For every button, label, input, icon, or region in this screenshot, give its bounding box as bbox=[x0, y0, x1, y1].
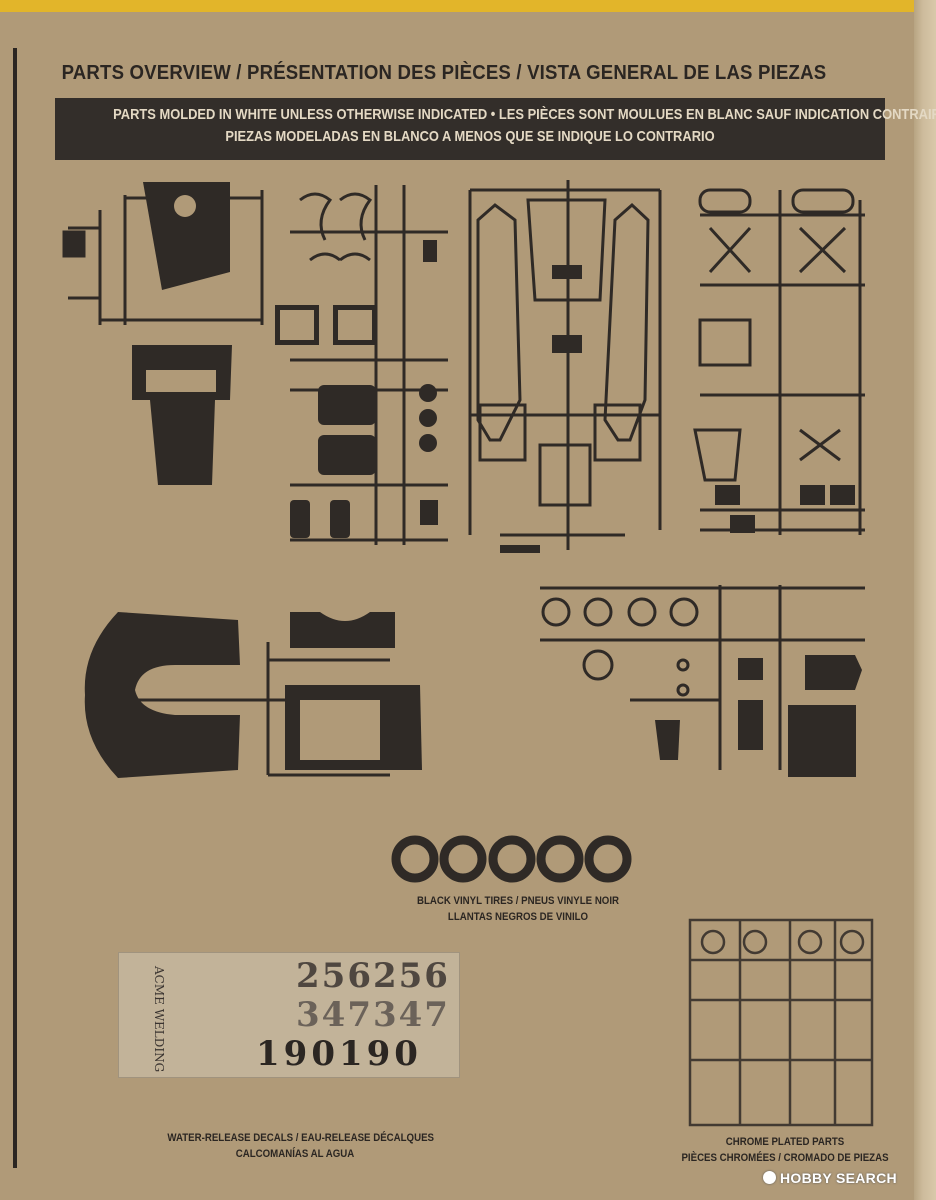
tire-4 bbox=[584, 835, 632, 883]
decals-caption-line-2: CALCOMANÍAS AL AGUA bbox=[235, 1148, 355, 1160]
part-interior-tub bbox=[84, 612, 240, 778]
tires-caption-line-1: BLACK VINYL TIRES / PNEUS VINYLE NOIR bbox=[416, 895, 620, 907]
decal-acme-welding: ACME WELDING bbox=[152, 966, 166, 1073]
tire-3 bbox=[488, 835, 536, 883]
tire-2 bbox=[439, 835, 487, 883]
chrome-caption-line-1: CHROME PLATED PARTS bbox=[725, 1136, 845, 1148]
parts-tree-small-parts bbox=[540, 585, 865, 770]
part-dashboard bbox=[132, 345, 232, 485]
molding-notice-band: PARTS MOLDED IN WHITE UNLESS OTHERWISE I… bbox=[55, 98, 936, 160]
tires-group bbox=[391, 835, 632, 883]
parts-tree-chassis bbox=[468, 180, 662, 550]
part-cowl-panel bbox=[143, 182, 230, 290]
decal-sheet bbox=[118, 952, 460, 1078]
decals-caption: WATER-RELEASE DECALS / EAU-RELEASE DÉCAL… bbox=[167, 1130, 434, 1162]
watermark-text: HOBBY SEARCH bbox=[780, 1170, 897, 1186]
box-top-edge bbox=[0, 0, 936, 12]
left-border-rule bbox=[13, 48, 17, 1168]
page-title: PARTS OVERVIEW / PRÉSENTATION DES PIÈCES… bbox=[61, 62, 827, 84]
watermark-logo-icon bbox=[763, 1171, 776, 1184]
molding-notice-line-1: PARTS MOLDED IN WHITE UNLESS OTHERWISE I… bbox=[113, 106, 936, 123]
decals-caption-line-1: WATER-RELEASE DECALS / EAU-RELEASE DÉCAL… bbox=[167, 1132, 434, 1144]
parts-tree-chrome bbox=[688, 918, 874, 1127]
parts-tree-suspension bbox=[693, 188, 865, 535]
parts-tree-engine bbox=[290, 185, 448, 545]
chrome-caption-line-2: PIÈCES CHROMÉES / CROMADO DE PIEZAS bbox=[681, 1152, 889, 1164]
decal-numbers-row-3: 190190 bbox=[256, 1034, 422, 1074]
molding-notice-line-2: PIEZAS MODELADAS EN BLANCO A MENOS QUE S… bbox=[225, 128, 715, 145]
box-side-edge bbox=[914, 0, 936, 1200]
decal-numbers-row-2: 347347 bbox=[296, 995, 450, 1035]
tire-5 bbox=[536, 835, 584, 883]
decal-numbers-row-1: 256256 bbox=[296, 956, 450, 996]
tire-1 bbox=[391, 835, 439, 883]
tires-caption-line-2: LLANTAS NEGROS DE VINILO bbox=[447, 911, 589, 923]
chrome-caption: CHROME PLATED PARTS PIÈCES CHROMÉES / CR… bbox=[666, 1134, 904, 1166]
tires-caption: BLACK VINYL TIRES / PNEUS VINYLE NOIR LL… bbox=[414, 893, 622, 925]
